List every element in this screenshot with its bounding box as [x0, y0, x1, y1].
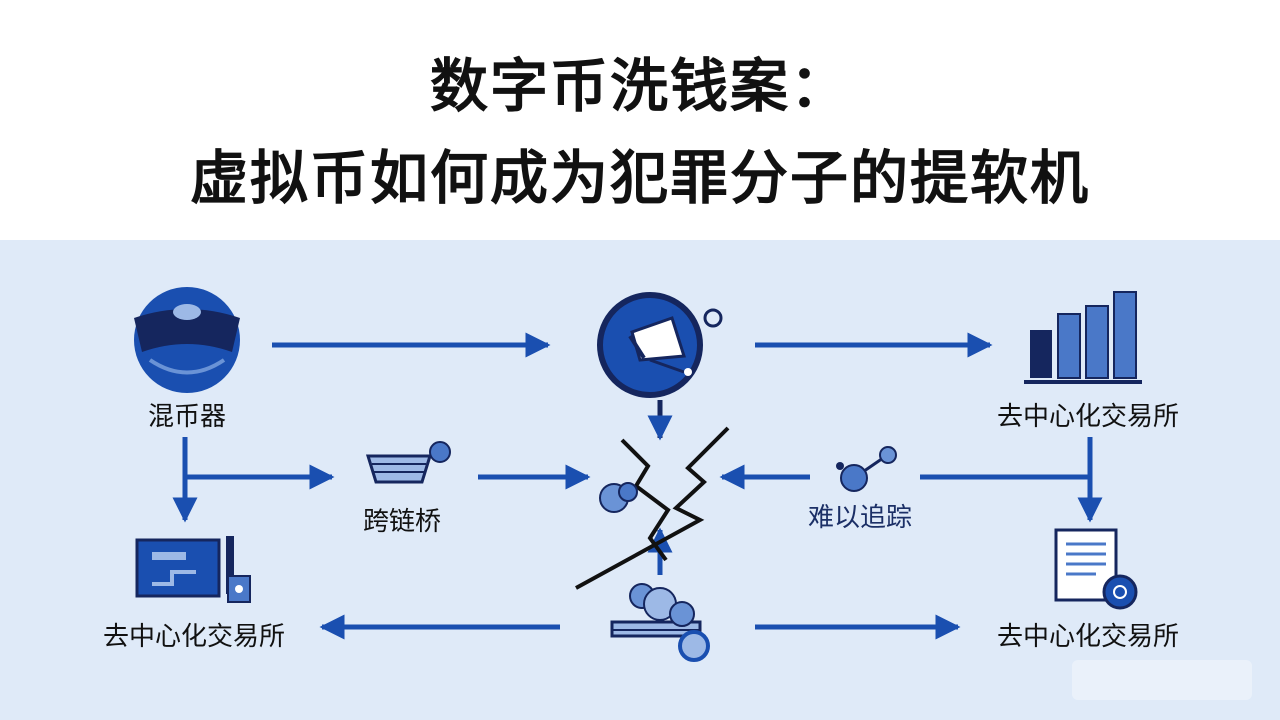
control-panel-icon: [135, 536, 251, 603]
dex-top-right-label: 去中心化交易所: [996, 402, 1180, 432]
document-icon: [1054, 528, 1138, 610]
broken-link-icon: [575, 426, 730, 590]
bridge-icon: [365, 441, 451, 484]
hard-to-trace-label: 难以追踪: [807, 503, 913, 533]
header: 数字币洗钱案： 虚拟币如何成为犯罪分子的提软机: [0, 0, 1280, 240]
megaphone-icon: [597, 292, 723, 398]
dex-bottom-right-label: 去中心化交易所: [996, 622, 1180, 652]
dex-bottom-left-label: 去中心化交易所: [102, 622, 286, 652]
molecule-icon: [836, 446, 897, 492]
bridge-label: 跨链桥: [362, 507, 442, 537]
coin-stack-icon: [610, 583, 710, 662]
title-line-1: 数字币洗钱案：: [429, 52, 850, 120]
watermark: [1072, 660, 1252, 700]
bar-chart-icon: [1024, 291, 1142, 384]
mixer-label: 混币器: [147, 402, 227, 432]
title-line-2: 虚拟币如何成为犯罪分子的提软机: [189, 144, 1090, 212]
mixer-icon: [134, 287, 240, 393]
